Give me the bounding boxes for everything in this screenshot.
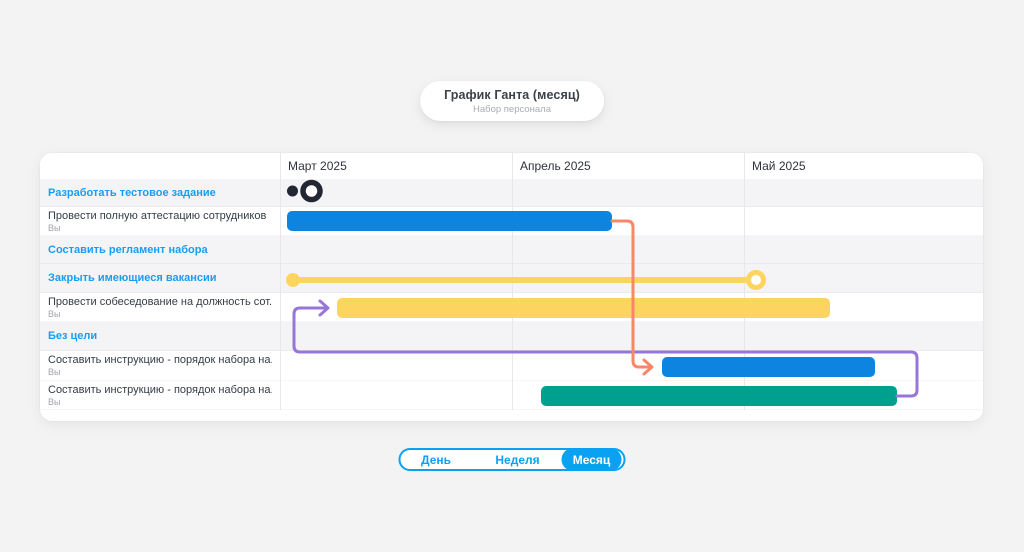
task-title: Провести собеседование на должность сот.… xyxy=(48,295,272,308)
task-assignee: Вы xyxy=(48,222,61,233)
category-link[interactable]: Без цели xyxy=(48,330,98,342)
task-title: Составить инструкцию - порядок набора на… xyxy=(48,383,272,396)
row-label: Провести собеседование на должность сот.… xyxy=(48,293,272,321)
task-assignee: Вы xyxy=(48,367,61,377)
category-row[interactable]: Составить регламент набора xyxy=(40,236,983,264)
view-option-week[interactable]: Неделя xyxy=(495,452,540,467)
column-divider xyxy=(744,153,745,410)
column-divider xyxy=(512,153,513,410)
category-link[interactable]: Закрыть имеющиеся вакансии xyxy=(48,272,217,284)
row-label: Составить регламент набора xyxy=(48,236,272,263)
category-link[interactable]: Составить регламент набора xyxy=(48,243,208,256)
row-label: Составить инструкцию - порядок набора на… xyxy=(48,351,272,380)
row-label: Закрыть имеющиеся вакансии xyxy=(48,264,272,292)
view-option-day[interactable]: День xyxy=(421,452,451,467)
month-header: Март 2025 xyxy=(288,159,347,173)
task-assignee: Вы xyxy=(48,396,61,407)
chart-subtitle: Набор персонала xyxy=(473,103,551,115)
task-title: Провести полную аттестацию сотрудников xyxy=(48,209,267,222)
row-label: Составить инструкцию - порядок набора на… xyxy=(48,381,272,409)
row-label: Разработать тестовое задание xyxy=(48,179,272,206)
row-label: Без цели xyxy=(48,322,272,350)
timeline-header: Март 2025 Апрель 2025 Май 2025 xyxy=(40,153,983,180)
column-divider xyxy=(280,153,281,410)
category-link[interactable]: Разработать тестовое задание xyxy=(48,186,216,199)
task-title: Составить инструкцию - порядок набора на… xyxy=(48,354,272,366)
view-switcher: День Неделя Месяц xyxy=(398,448,626,471)
month-header: Апрель 2025 xyxy=(520,159,591,173)
chart-title: График Ганта (месяц) xyxy=(444,87,580,102)
view-option-month[interactable]: Месяц xyxy=(561,448,622,471)
task-assignee: Вы xyxy=(48,308,61,319)
category-row[interactable]: Разработать тестовое задание xyxy=(40,179,983,207)
chart-title-pill: График Ганта (месяц) Набор персонала xyxy=(420,81,604,121)
month-header: Май 2025 xyxy=(752,159,806,173)
